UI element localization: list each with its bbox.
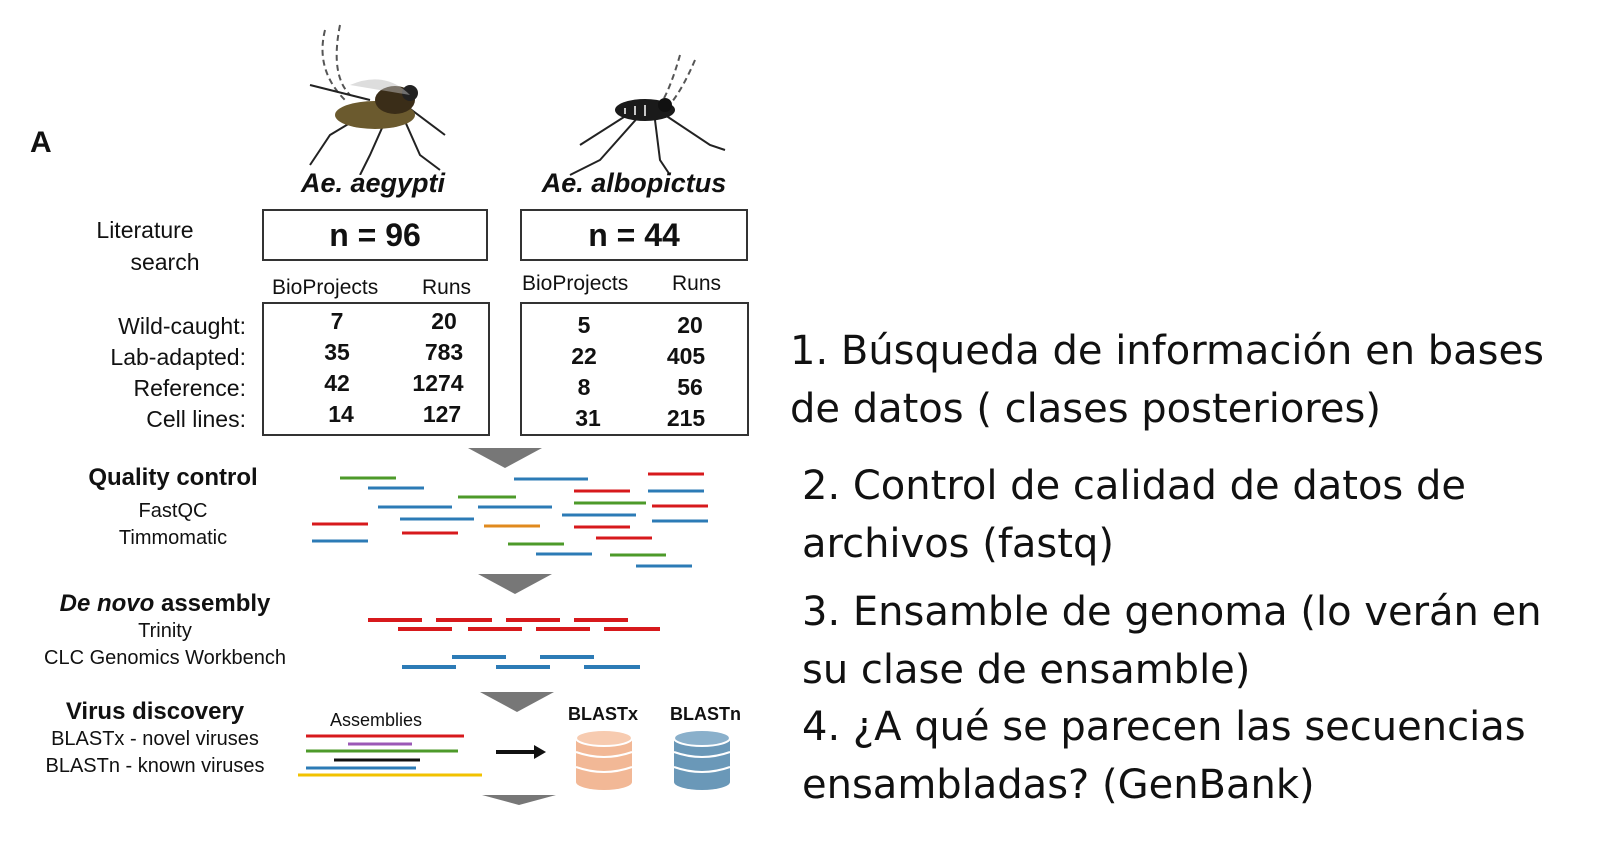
virus-discovery-section: Virus discovery BLASTx - novel viruses B…	[20, 698, 290, 780]
row-label-wild-caught: Wild-caught:	[118, 313, 246, 339]
cell-aegypti-ref-bioprojects: 42	[324, 370, 350, 396]
vd-method-blastn: BLASTn - known viruses	[45, 755, 265, 777]
col-header-runs-albopictus: Runs	[672, 272, 722, 295]
note-2-line1: 2. Control de calidad de datos de	[802, 463, 1466, 509]
table-aegypti: 7 20 35 783 42 1274 14 127	[262, 302, 490, 436]
species-name-aegypti: Ae. aegypti	[300, 168, 446, 198]
row-labels: Wild-caught: Lab-adapted: Reference: Cel…	[60, 311, 246, 435]
count-box-aegypti: n = 96	[262, 209, 488, 261]
col-header-runs-aegypti: Runs	[422, 276, 472, 299]
cell-aegypti-cell-runs: 127	[422, 401, 462, 427]
down-arrow-2	[478, 574, 552, 594]
cell-aegypti-ref-runs: 1274	[412, 370, 464, 396]
cell-albopictus-cell-runs: 215	[666, 405, 706, 431]
col-header-bioprojects-aegypti: BioProjects	[272, 276, 379, 299]
database-icon-blastn	[673, 729, 731, 790]
literature-label-line1: Literature	[96, 217, 194, 243]
quality-control-section: Quality control FastQC Timmomatic	[68, 464, 278, 552]
cell-albopictus-ref-bioprojects: 8	[577, 374, 591, 400]
cell-albopictus-wild-bioprojects: 5	[577, 312, 591, 338]
assembly-title: De novo assembly	[20, 590, 310, 618]
note-1-line2: de datos ( clases posteriores)	[790, 386, 1381, 432]
assembly-section: De novo assembly Trinity CLC Genomics Wo…	[20, 590, 310, 672]
down-arrow-3	[480, 692, 554, 712]
note-4-line1: 4. ¿A qué se parecen las secuencias	[802, 704, 1526, 750]
note-4: 4. ¿A qué se parecen las secuencias ensa…	[802, 698, 1526, 814]
panel-label: A	[30, 126, 52, 159]
species-name-albopictus: Ae. albopictus	[541, 168, 727, 198]
note-1-line1: 1. Búsqueda de información en bases	[790, 328, 1544, 374]
db-label-blastn: BLASTn	[670, 704, 741, 724]
cell-aegypti-lab-bioprojects: 35	[324, 339, 350, 365]
cell-albopictus-lab-runs: 405	[666, 343, 706, 369]
down-arrow-4	[482, 795, 556, 805]
note-1: 1. Búsqueda de información en bases de d…	[790, 322, 1544, 438]
count-box-albopictus: n = 44	[520, 209, 748, 261]
quality-control-title: Quality control	[88, 464, 258, 491]
virus-discovery-title: Virus discovery	[65, 698, 245, 725]
col-header-bioprojects-albopictus: BioProjects	[522, 272, 629, 295]
cell-albopictus-cell-bioprojects: 31	[575, 405, 601, 431]
cell-aegypti-lab-runs: 783	[424, 339, 464, 365]
row-label-reference: Reference:	[133, 375, 246, 401]
qc-tool-timmomatic: Timmomatic	[118, 527, 228, 549]
assembly-title-italic: De novo	[59, 590, 155, 617]
aedes-albopictus-illustration	[569, 54, 726, 176]
assembly-tool-clc: CLC Genomics Workbench	[44, 647, 286, 669]
note-4-line2: ensambladas? (GenBank)	[802, 762, 1315, 808]
vd-method-blastx: BLASTx - novel viruses	[51, 728, 259, 750]
note-3-line1: 3. Ensamble de genoma (lo verán en	[802, 589, 1542, 635]
note-3-line2: su clase de ensamble)	[802, 647, 1251, 693]
note-2: 2. Control de calidad de datos de archiv…	[802, 457, 1466, 573]
cell-albopictus-lab-bioprojects: 22	[571, 343, 597, 369]
assembly-title-rest: assembly	[154, 590, 271, 617]
cell-albopictus-ref-runs: 56	[677, 374, 703, 400]
cell-albopictus-wild-runs: 20	[677, 312, 703, 338]
literature-search-label: Literature search	[70, 214, 220, 278]
pipeline-graphics	[298, 448, 731, 805]
note-2-line2: archivos (fastq)	[802, 521, 1114, 567]
cell-aegypti-cell-bioprojects: 14	[328, 401, 354, 427]
assemblies-label: Assemblies	[330, 710, 423, 730]
database-icon-blastx	[575, 729, 633, 790]
table-albopictus: 5 20 22 405 8 56 31 215	[520, 302, 749, 436]
literature-label-line2: search	[130, 249, 200, 275]
aedes-aegypti-illustration	[309, 24, 446, 175]
db-label-blastx: BLASTx	[568, 704, 639, 724]
qc-tool-fastqc: FastQC	[138, 500, 208, 522]
cell-aegypti-wild-runs: 20	[431, 308, 457, 334]
note-3: 3. Ensamble de genoma (lo verán en su cl…	[802, 583, 1542, 699]
assembly-tool-trinity: Trinity	[138, 620, 192, 642]
row-label-cell-lines: Cell lines:	[146, 406, 246, 432]
cell-aegypti-wild-bioprojects: 7	[330, 308, 344, 334]
down-arrow-1	[468, 448, 542, 468]
row-label-lab-adapted: Lab-adapted:	[110, 344, 246, 370]
